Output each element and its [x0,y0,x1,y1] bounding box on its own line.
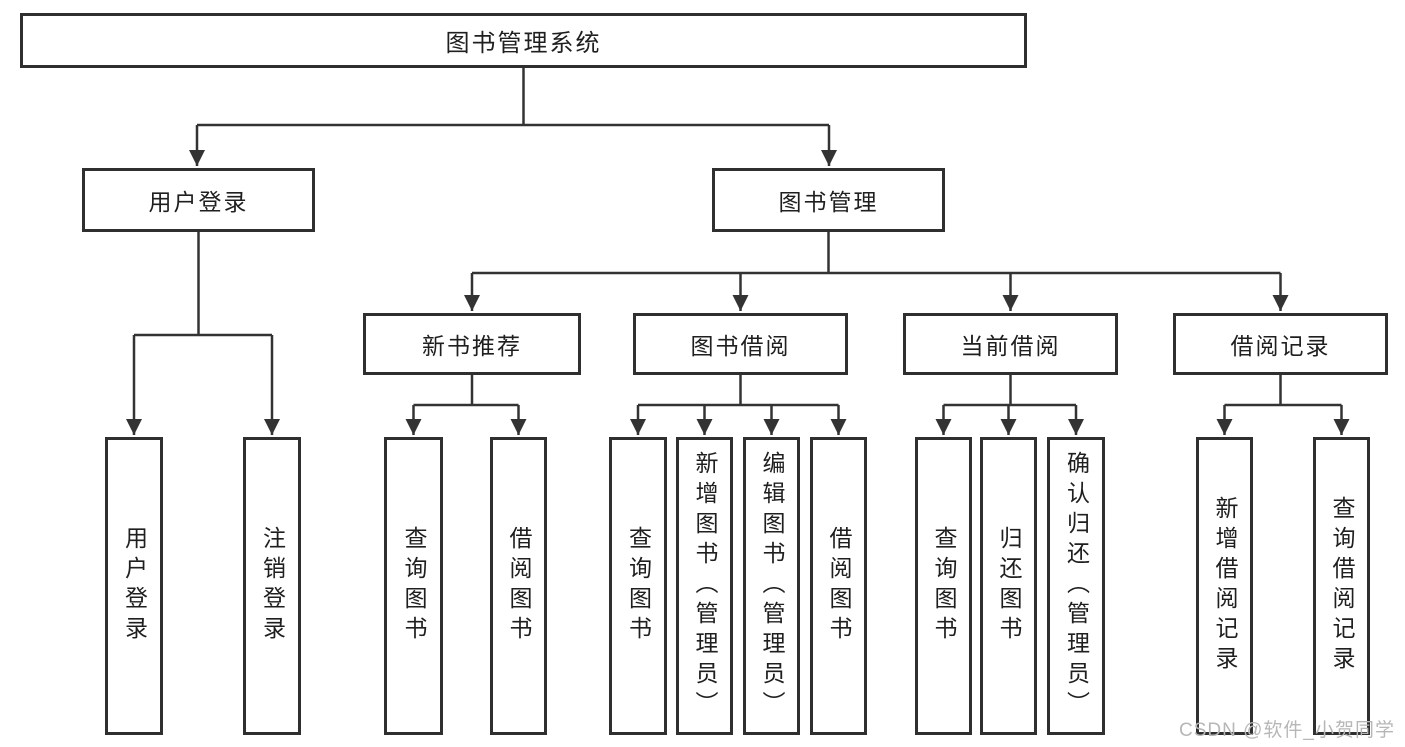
node-book-borrow: 图书借阅 [633,313,848,375]
leaf-br-query-record-label: 查询借阅记录 [1329,496,1355,676]
node-current-borrow-label: 当前借阅 [960,333,1061,359]
connector-current-borrow [943,375,1076,407]
connector-root [197,68,829,127]
leaf-br-add-record: 新增借阅记录 [1196,437,1253,735]
node-borrow-record-label: 借阅记录 [1230,333,1331,359]
leaf-logout-label: 注销登录 [259,526,286,646]
leaf-cb-query-book: 查询图书 [915,437,972,735]
leaf-bb-edit-book: 编辑图书（管理员） [743,437,800,735]
connector-book-borrow [638,375,839,407]
connector-borrow-record [1224,375,1342,407]
connector-book-mgmt [472,232,1281,275]
node-user-login: 用户登录 [82,168,315,232]
leaf-bb-add-book: 新增图书（管理员） [676,437,733,735]
leaf-bb-borrow-book-label: 借阅图书 [826,526,852,646]
leaf-nbr-borrow-book: 借阅图书 [490,437,547,735]
leaf-cb-confirm-return: 确认归还（管理员） [1047,437,1105,735]
leaf-user-login-label: 用户登录 [121,526,148,646]
leaf-user-login: 用户登录 [105,437,163,735]
node-book-mgmt: 图书管理 [712,168,945,232]
node-new-book-rec: 新书推荐 [363,313,581,375]
leaf-bb-add-book-label: 新增图书（管理员） [692,451,718,721]
leaf-cb-return-book: 归还图书 [980,437,1037,735]
node-root-label: 图书管理系统 [445,30,602,57]
leaf-nbr-borrow-book-label: 借阅图书 [506,526,532,646]
leaf-cb-return-book-label: 归还图书 [996,526,1022,646]
leaf-br-add-record-label: 新增借阅记录 [1212,496,1238,676]
node-book-borrow-label: 图书借阅 [690,333,791,359]
leaf-bb-edit-book-label: 编辑图书（管理员） [759,451,785,721]
leaf-cb-query-book-label: 查询图书 [931,526,957,646]
leaf-nbr-query-book-label: 查询图书 [401,526,427,646]
leaf-bb-borrow-book: 借阅图书 [810,437,867,735]
node-current-borrow: 当前借阅 [903,313,1118,375]
leaf-cb-confirm-return-label: 确认归还（管理员） [1063,451,1090,721]
node-user-login-label: 用户登录 [148,189,249,215]
connector-new-book-rec [413,375,519,407]
leaf-br-query-record: 查询借阅记录 [1313,437,1370,735]
node-new-book-rec-label: 新书推荐 [422,333,522,359]
leaf-logout: 注销登录 [243,437,301,735]
connector-user-login [134,232,272,337]
leaf-bb-query-book-label: 查询图书 [625,526,652,646]
csdn-watermark: CSDN @软件_小贺同学 [1179,720,1395,741]
leaf-nbr-query-book: 查询图书 [384,437,443,735]
node-book-mgmt-label: 图书管理 [778,189,879,215]
node-borrow-record: 借阅记录 [1173,313,1388,375]
node-root: 图书管理系统 [20,13,1027,68]
leaf-bb-query-book: 查询图书 [609,437,667,735]
